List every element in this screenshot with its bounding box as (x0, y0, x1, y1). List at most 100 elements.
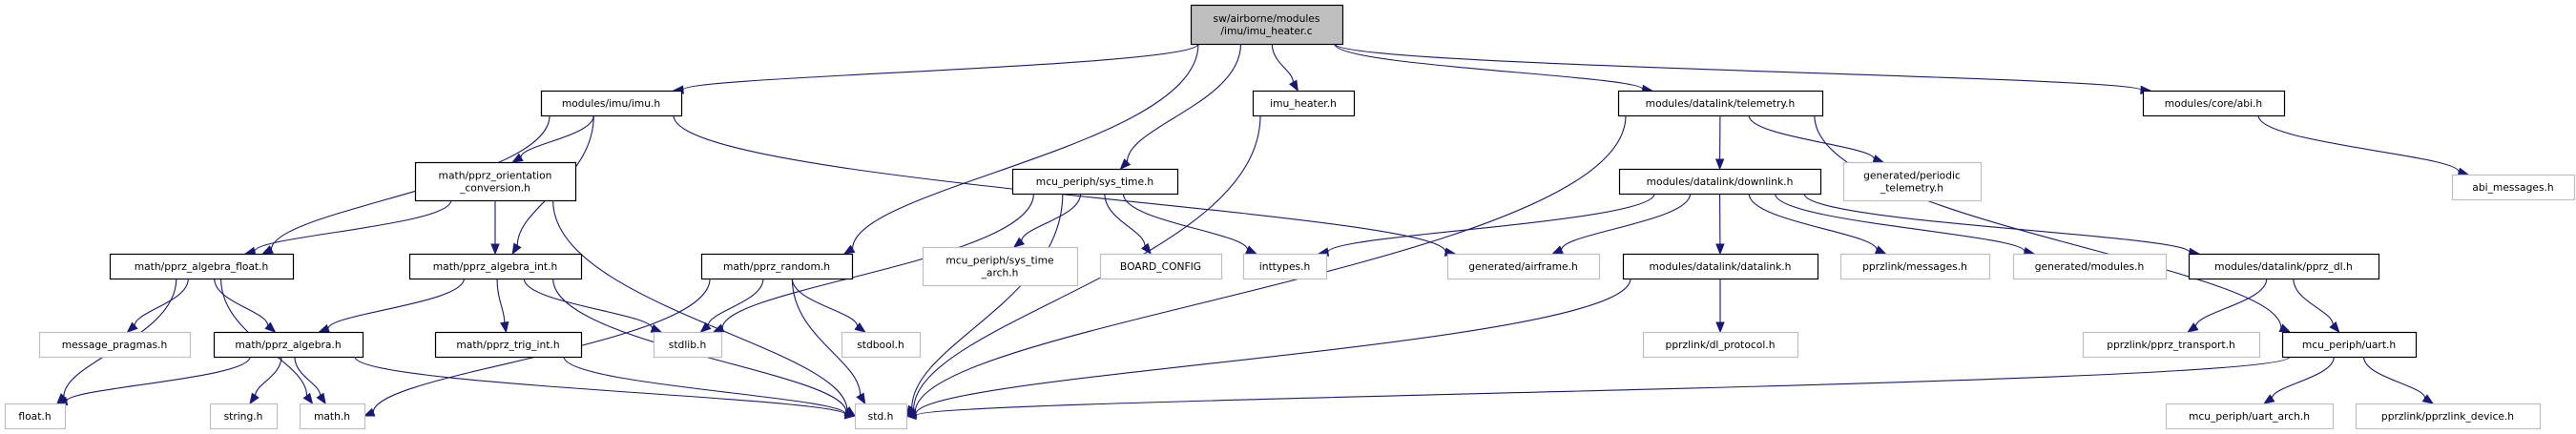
graph-node-algfloat[interactable]: math/pprz_algebra_float.h (109, 253, 295, 280)
node-label: pprzlink/dl_protocol.h (1666, 339, 1776, 351)
node-label: math/pprz_algebra_int.h (433, 260, 558, 273)
node-box (700, 253, 854, 280)
node-label: math.h (314, 410, 350, 423)
arrowhead (264, 321, 277, 333)
graph-node-systimearch: mcu_periph/sys_time_arch.h (922, 246, 1079, 287)
graph-node-messages: pprzlink/messages.h (1839, 253, 1991, 280)
arrowhead (712, 323, 725, 333)
graph-node-inttypes: inttypes.h (1242, 253, 1328, 280)
arrowhead (1245, 245, 1257, 255)
graph-node-math: math.h (299, 403, 366, 430)
node-label: generated/airframe.h (1468, 260, 1578, 273)
graph-node-algebra[interactable]: math/pprz_algebra.h (213, 331, 364, 359)
node-label: message_pragmas.h (62, 339, 168, 351)
graph-node-imu[interactable]: modules/imu/imu.h (540, 90, 683, 117)
node-label: _conversion.h (459, 182, 530, 195)
graph-node-orient[interactable]: math/pprz_orientation_conversion.h (414, 161, 577, 202)
edge-uart-to-uartarch (2263, 356, 2335, 404)
edges-layer (55, 43, 2470, 421)
node-box (2142, 90, 2286, 117)
edge-datalink-to-std (904, 278, 1631, 419)
node-label: float.h (18, 410, 51, 423)
node-box (2188, 253, 2380, 280)
graph-node-random[interactable]: math/pprz_random.h (700, 253, 854, 280)
arrowhead (904, 410, 917, 421)
graph-node-device: pprzlink/pprzlink_device.h (2355, 403, 2542, 430)
node-label: abi_messages.h (2472, 181, 2553, 194)
node-box (4, 403, 67, 430)
graph-node-stdbool: stdbool.h (841, 331, 922, 359)
arrowhead (1872, 155, 1885, 164)
node-box (1622, 253, 1819, 280)
arrowhead (1714, 158, 1725, 171)
graph-node-datalink[interactable]: modules/datalink/datalink.h (1622, 253, 1819, 280)
node-label: /imu/imu_heater.c (1220, 25, 1312, 37)
graph-node-modules: generated/modules.h (2012, 253, 2168, 280)
arrowhead (2329, 320, 2340, 334)
graph-node-abi[interactable]: modules/core/abi.h (2142, 90, 2286, 117)
edge-telemetry-to-periodic (1748, 114, 1885, 164)
node-label: pprzlink/pprz_transport.h (2107, 339, 2235, 351)
edge-systime-to-stdlib (712, 193, 1034, 333)
node-box (540, 90, 683, 117)
edge-downlink-to-airframe (1551, 193, 1692, 255)
graph-node-transport: pprzlink/pprz_transport.h (2082, 331, 2261, 359)
edge-algfloat-to-algebra (214, 278, 277, 333)
graph-node-uart[interactable]: mcu_periph/uart.h (2281, 331, 2418, 359)
edge-systime-to-systimearch (1012, 193, 1082, 248)
graph-node-telemetry[interactable]: modules/datalink/telemetry.h (1617, 90, 1824, 117)
graph-node-root[interactable]: sw/airborne/modules/imu/imu_heater.c (1190, 4, 1344, 46)
node-box (2451, 174, 2576, 201)
node-label: math/pprz_random.h (723, 260, 830, 273)
edge-imu-to-algfloat (261, 114, 551, 255)
edge-downlink-to-messages (1748, 193, 1887, 255)
edge-root-to-abi (1334, 43, 2152, 95)
graph-node-abimsg: abi_messages.h (2451, 174, 2576, 201)
arrowhead (1715, 243, 1725, 256)
node-box (841, 331, 922, 359)
arrowhead (511, 242, 522, 256)
node-label: stdbool.h (857, 339, 904, 351)
arrowhead (2263, 394, 2275, 404)
arrowhead (249, 392, 260, 405)
graph-node-systime[interactable]: mcu_periph/sys_time.h (1011, 168, 1179, 196)
arrowhead (1289, 79, 1298, 93)
node-box (109, 253, 295, 280)
arrowhead (650, 323, 663, 333)
arrowhead (1551, 245, 1564, 255)
edge-systime-to-board (1104, 193, 1152, 256)
graph-node-pragmas: message_pragmas.h (38, 331, 192, 359)
node-box (2165, 403, 2335, 430)
edge-telemetry-to-downlink (1714, 114, 1725, 171)
node-box (1242, 253, 1328, 280)
node-box (1190, 4, 1344, 46)
arrowhead (316, 392, 326, 405)
node-box (653, 331, 723, 359)
graph-node-board: BOARD_CONFIG (1099, 253, 1223, 280)
node-label: mcu_periph/sys_time.h (1036, 176, 1153, 188)
edge-systime-to-inttypes (1122, 193, 1257, 255)
node-label: modules/datalink/datalink.h (1650, 260, 1792, 273)
node-box (2355, 403, 2542, 430)
edge-orient-to-std (552, 199, 857, 417)
arrowhead (2278, 323, 2292, 333)
node-box (209, 403, 279, 430)
arrowhead (511, 153, 524, 163)
edge-imu-to-orient (511, 114, 594, 163)
graph-node-trigint[interactable]: math/pprz_trig_int.h (434, 331, 583, 359)
graph-node-algint[interactable]: math/pprz_algebra_int.h (408, 253, 583, 280)
graph-node-heater_h[interactable]: imu_heater.h (1252, 90, 1356, 117)
edge-datalink-to-dlproto (1715, 279, 1725, 334)
node-box (1839, 253, 1991, 280)
edge-uart-to-std (904, 356, 2291, 421)
graph-node-pprzdl[interactable]: modules/datalink/pprz_dl.h (2188, 253, 2380, 280)
nodes-layer: sw/airborne/modules/imu/imu_heater.cmodu… (4, 4, 2576, 430)
edge-root-to-systime (1119, 43, 1242, 170)
graph-node-downlink[interactable]: modules/datalink/downlink.h (1618, 168, 1822, 196)
edge-pprzdl-to-uart (2293, 278, 2340, 334)
edge-algebra-to-float (55, 356, 251, 406)
node-label: mcu_periph/uart.h (2302, 339, 2396, 351)
node-label: pprzlink/messages.h (1862, 260, 1967, 273)
graph-node-periodic: generated/periodic_telemetry.h (1842, 161, 1983, 202)
node-box (2281, 331, 2418, 359)
